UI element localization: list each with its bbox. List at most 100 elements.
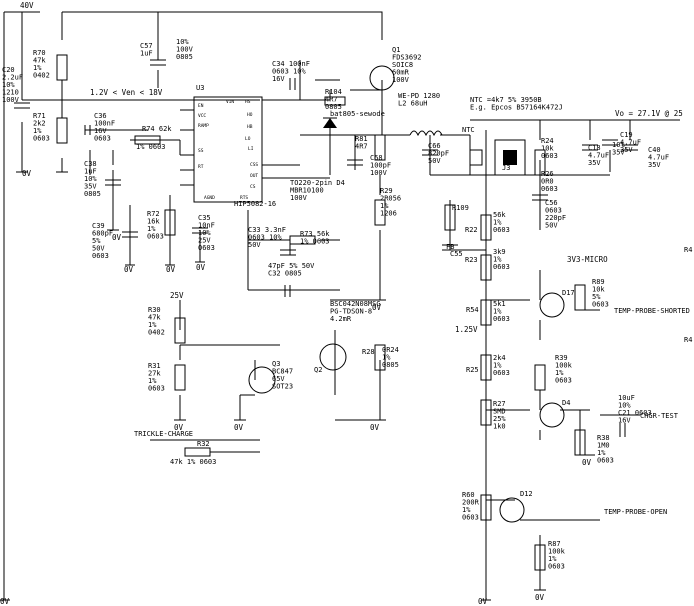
label-r22: R22	[465, 226, 478, 234]
label-line: 100V	[290, 194, 308, 202]
label-line: 4.7uF	[648, 154, 669, 162]
resistor-r60	[480, 494, 492, 521]
label-line: 1206	[380, 210, 397, 218]
label-line: 2k4	[493, 354, 506, 362]
label-r4a: R4	[684, 246, 692, 254]
label-line: 100nF	[94, 120, 115, 128]
resistor-r32	[184, 447, 211, 457]
label-line: 100k	[555, 362, 573, 370]
capacitor-c33	[280, 249, 296, 256]
label-line: SOT23	[272, 383, 293, 391]
capacitor-c57	[150, 59, 166, 66]
label-line: R26	[541, 170, 554, 178]
label-chg: CHGR-TEST	[640, 412, 679, 420]
label-line: 100V	[370, 169, 388, 177]
label-line: Q1	[392, 46, 400, 54]
label-line: 1%	[148, 321, 157, 329]
label-line: 1%	[462, 506, 471, 514]
ic-pin-label: AGND	[204, 195, 215, 201]
label-line: 100V	[392, 76, 410, 84]
label-line: C56	[545, 199, 558, 207]
label-r32v: 47k 1% 0603	[170, 458, 216, 466]
label-line: R32	[197, 440, 210, 448]
label-line: TO220-2pin D4	[290, 179, 345, 187]
label-line: 60mR	[392, 69, 410, 77]
label-line: 47k	[148, 314, 161, 322]
label-line: C66	[428, 142, 441, 150]
label-line: R81	[355, 135, 368, 143]
label-line: 100pF	[370, 162, 391, 170]
label-line: R109	[452, 204, 469, 212]
label-line: 0603	[147, 233, 164, 241]
label-line: NTC	[462, 126, 475, 134]
label-line: 35V	[648, 161, 661, 169]
label-d4b: D4	[562, 399, 570, 407]
label-line: 0603	[198, 244, 215, 252]
label-line: 50V	[92, 245, 105, 253]
label-line: 10k	[592, 286, 605, 294]
label-line: 100k	[548, 548, 566, 556]
label-line: R71	[33, 112, 46, 120]
ic-pin-label: SS	[198, 148, 204, 154]
ic-pin-label: OUT	[250, 173, 258, 179]
capacitor-c35	[192, 227, 208, 234]
label-line: 0603	[94, 135, 111, 143]
label-line: 820pF	[428, 150, 449, 158]
rail-25v: 25V	[170, 291, 184, 300]
label-line: 1%	[493, 219, 502, 227]
resistor-r22	[480, 214, 492, 241]
label-line: PG-TDSON-8	[330, 308, 372, 316]
label-line: 2k2	[33, 120, 46, 128]
label-line: R38	[597, 434, 610, 442]
resistor-r70	[56, 54, 68, 81]
label-d17: D17	[562, 289, 575, 297]
label-line: FDS3692	[392, 54, 422, 62]
label-line: 1% 0603	[300, 238, 330, 246]
ic-pin-label: CS	[250, 184, 256, 190]
label-line: Q2	[314, 366, 322, 374]
vin-range: 1.2V < Ven < 18V	[90, 88, 163, 97]
resistor-r89	[574, 284, 586, 311]
label-line: C39	[92, 222, 105, 230]
label-trickle: TRICKLE-CHARGE	[134, 430, 193, 438]
label-line: C58	[370, 154, 383, 162]
label-r4b: R4	[684, 336, 692, 344]
label-line: 35V	[612, 149, 625, 157]
label-line: 10%	[84, 175, 97, 183]
capacitor-c21	[619, 423, 626, 437]
label-line: 4R7	[355, 143, 368, 151]
label-line: C57	[140, 42, 153, 50]
label-line: 0603	[493, 263, 510, 271]
label-line: CHGR-TEST	[640, 412, 679, 420]
label-line: BC847	[272, 368, 293, 376]
gnd-9: 0V	[535, 593, 545, 602]
label-line: TRICKLE-CHARGE	[134, 430, 193, 438]
label-line: 0603	[592, 301, 609, 309]
label-line: R30	[148, 306, 161, 314]
label-r28: R28	[362, 348, 375, 356]
label-line: 1M0	[597, 442, 610, 450]
diode-d4	[323, 118, 337, 128]
label-line: MBR10100	[290, 187, 324, 195]
label-line: 1%	[33, 64, 42, 72]
mosfet-q2	[319, 343, 347, 371]
label-line: 16V	[94, 127, 107, 135]
label-line: 16V	[618, 417, 631, 425]
label-fb: FB	[446, 243, 454, 251]
bjt-q3	[248, 366, 276, 394]
label-line: SMD	[493, 408, 506, 416]
label-line: 65V	[272, 375, 285, 383]
label-line: 0402	[33, 72, 50, 80]
label-line: 0603	[92, 252, 109, 260]
